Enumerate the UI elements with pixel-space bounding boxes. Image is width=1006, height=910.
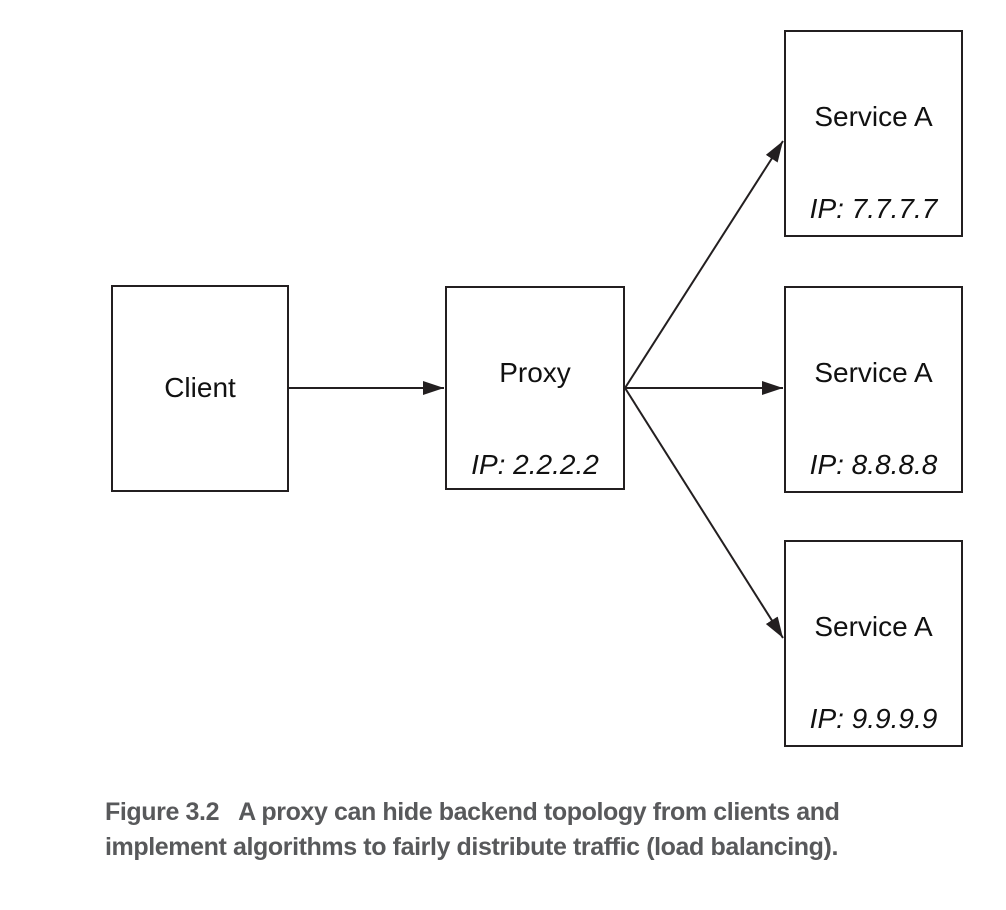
service-a-3-box: Service A IP: 9.9.9.9 [784, 540, 963, 747]
proxy-label: Proxy [499, 357, 571, 388]
figure-caption: Figure 3.2 A proxy can hide backend topol… [105, 795, 965, 865]
service-a-2-box: Service A IP: 8.8.8.8 [784, 286, 963, 493]
proxy-box: Proxy IP: 2.2.2.2 [445, 286, 625, 490]
proxy-ip: IP: 2.2.2.2 [471, 449, 599, 480]
figure-caption-line-2: implement algorithms to fairly distribut… [105, 833, 839, 861]
figure-caption-line-1: Figure 3.2 A proxy can hide backend topol… [105, 795, 965, 830]
edge-proxy-to-service-a-1 [624, 140, 784, 389]
client-label: Client [164, 372, 236, 403]
client-box: Client [111, 285, 289, 492]
service-a-2-ip: IP: 8.8.8.8 [809, 449, 938, 480]
service-a-1-box: Service A IP: 7.7.7.7 [784, 30, 963, 237]
service-a-1-label: Service A [814, 101, 933, 132]
figure-caption-text-1: A proxy can hide backend topology from c… [238, 798, 840, 826]
service-a-3-label: Service A [814, 611, 933, 642]
service-a-3-ip: IP: 9.9.9.9 [809, 703, 938, 734]
service-a-1-ip: IP: 7.7.7.7 [809, 193, 938, 224]
service-a-2-label: Service A [814, 357, 933, 388]
figure-number: Figure 3.2 [105, 798, 220, 826]
edge-proxy-to-service-a-3 [624, 387, 784, 639]
